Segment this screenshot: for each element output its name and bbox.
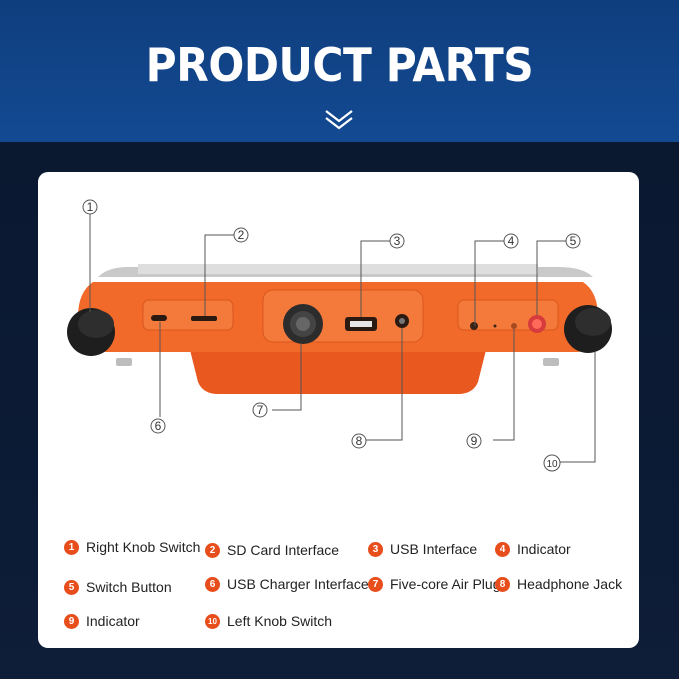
legend-label: USB Charger Interface [227,576,369,592]
product-card: 1 2 3 4 5 6 7 8 9 10 1 Right Knob Switch… [38,172,639,648]
legend-item: 4 Indicator [495,541,571,557]
legend-number-badge: 4 [495,541,510,557]
legend-item: 6 USB Charger Interface [205,576,369,592]
legend-item: 10 Left Knob Switch [205,613,332,629]
legend-label: Five-core Air Plug [390,576,501,592]
callout-2: 2 [238,228,245,242]
callout-5: 5 [570,234,577,248]
legend-label: Left Knob Switch [227,613,333,629]
legend-number-badge: 6 [205,576,220,592]
callout-1: 1 [87,200,94,214]
callout-9: 9 [471,434,478,448]
callout-7: 7 [257,403,264,417]
callout-6: 6 [155,419,162,433]
legend-label: Indicator [517,541,571,557]
legend-number-badge: 10 [205,613,220,629]
legend-item: 1 Right Knob Switch [64,539,200,555]
legend-number-badge: 1 [64,539,79,555]
legend-label: USB Interface [390,541,478,557]
legend-item: 7 Five-core Air Plug [368,576,500,592]
legend-item: 8 Headphone Jack [495,576,622,592]
legend-number-badge: 7 [368,576,383,592]
page-title: PRODUCT PARTS [145,38,534,92]
device-diagram: 1 2 3 4 5 6 7 8 9 10 [67,199,612,472]
legend-item: 9 Indicator [64,613,140,629]
legend-label: Switch Button [86,579,172,595]
legend-number-badge: 5 [64,579,79,595]
legend-label: Headphone Jack [517,576,623,592]
parts-legend: 1 Right Knob Switch 2 SD Card Interface … [38,172,639,648]
callout-3: 3 [394,234,401,248]
header-banner: PRODUCT PARTS [0,0,679,142]
legend-label: Right Knob Switch [86,539,201,555]
legend-label: Indicator [86,613,140,629]
callout-4: 4 [508,234,515,248]
legend-item: 5 Switch Button [64,579,172,595]
legend-number-badge: 2 [205,542,220,558]
legend-number-badge: 9 [64,613,79,629]
legend-item: 2 SD Card Interface [205,542,339,558]
legend-item: 3 USB Interface [368,541,477,557]
callout-10: 10 [546,459,558,470]
callout-8: 8 [356,434,363,448]
chevron-down-icon [325,110,353,130]
legend-number-badge: 8 [495,576,510,592]
legend-number-badge: 3 [368,541,383,557]
legend-label: SD Card Interface [227,542,340,558]
